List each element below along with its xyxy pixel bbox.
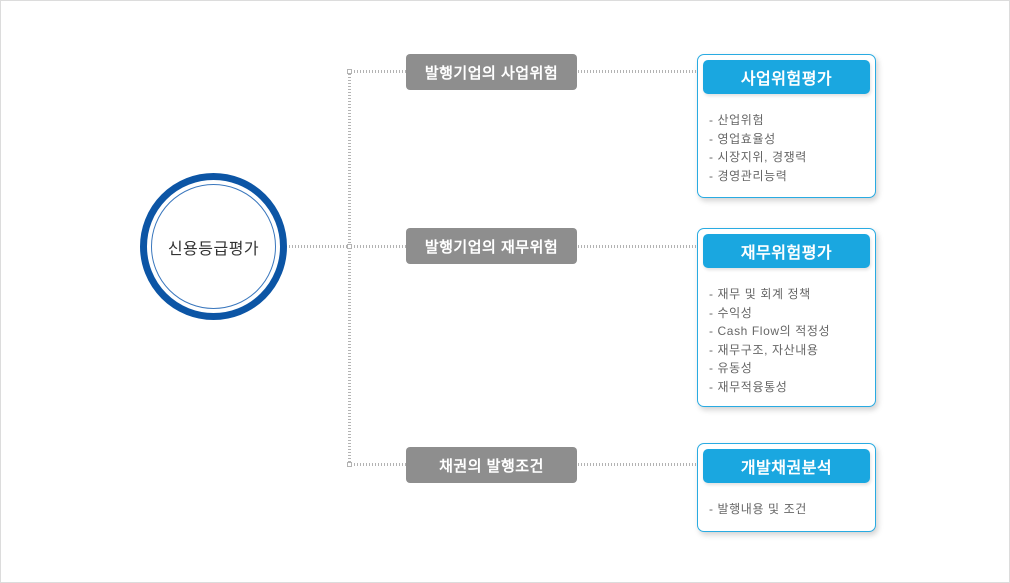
list-item: - 재무구조, 자산내용 — [709, 342, 819, 357]
panel-items-financial-risk: - 재무 및 회계 정책 - 수익성 - Cash Flow의 적정성 - 재무… — [698, 273, 875, 396]
branch-box-financial-risk: 발행기업의 재무위험 — [406, 228, 577, 264]
connector-box-to-panel-3 — [578, 463, 696, 466]
branch-box-business-risk: 발행기업의 사업위험 — [406, 54, 577, 90]
root-node-label: 신용등급평가 — [167, 240, 260, 258]
panel-title-financial-risk: 재무위험평가 — [703, 234, 870, 268]
panel-title-bond-analysis: 개발채권분석 — [703, 449, 870, 483]
list-item: - 수익성 — [709, 305, 753, 320]
panel-bond-analysis: 개발채권분석 - 발행내용 및 조건 — [697, 443, 876, 532]
panel-title-business-risk: 사업위험평가 — [703, 60, 870, 94]
connector-box-to-panel-1 — [578, 70, 696, 73]
list-item: - 유동성 — [709, 361, 753, 375]
list-item: - 재무적융통성 — [709, 379, 788, 394]
junction-dot-3 — [347, 462, 352, 467]
panel-financial-risk-evaluation: 재무위험평가 - 재무 및 회계 정책 - 수익성 - Cash Flow의 적… — [697, 228, 876, 407]
list-item: - 발행내용 및 조건 — [709, 502, 807, 516]
root-node-inner-ring: 신용등급평가 — [151, 184, 276, 309]
list-item: - 재무 및 회계 정책 — [709, 287, 811, 301]
panel-business-risk-evaluation: 사업위험평가 - 산업위험 - 영업효율성 - 시장지위, 경쟁력 - 경영관리… — [697, 54, 876, 198]
junction-dot-2 — [347, 244, 352, 249]
connector-branch-2 — [351, 245, 406, 248]
connector-branch-3 — [351, 463, 406, 466]
connector-trunk — [348, 71, 351, 464]
branch-box-issuance-terms: 채권의 발행조건 — [406, 447, 577, 483]
connector-branch-1 — [351, 70, 406, 73]
list-item: - 경영관리능력 — [709, 168, 788, 183]
connector-box-to-panel-2 — [578, 245, 696, 248]
root-node-circle: 신용등급평가 — [140, 173, 287, 320]
list-item: - Cash Flow의 적정성 — [709, 324, 831, 338]
list-item: - 시장지위, 경쟁력 — [709, 150, 807, 164]
list-item: - 영업효율성 — [709, 131, 776, 146]
panel-items-business-risk: - 산업위험 - 영업효율성 - 시장지위, 경쟁력 - 경영관리능력 — [698, 99, 875, 185]
connector-circle-to-trunk — [289, 245, 351, 248]
panel-items-bond-analysis: - 발행내용 및 조건 — [698, 488, 875, 519]
list-item: - 산업위험 — [709, 113, 765, 127]
junction-dot-1 — [347, 69, 352, 74]
